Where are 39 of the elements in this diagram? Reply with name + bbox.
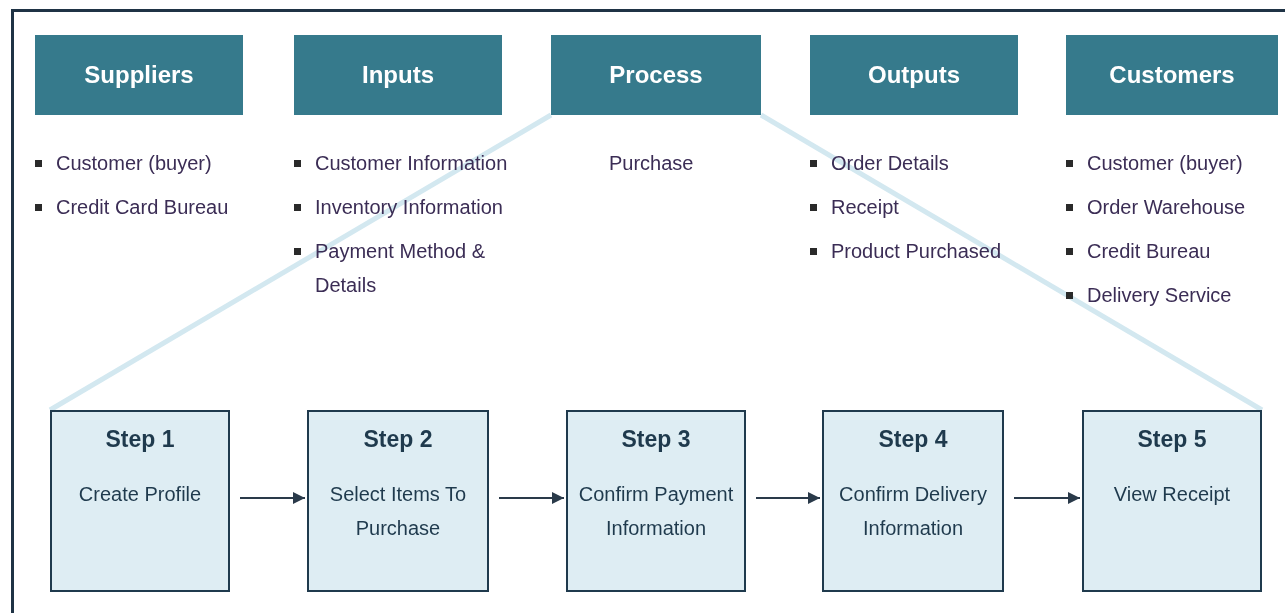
arrow (1013, 492, 1081, 504)
step-title: Step 2 (362, 426, 434, 453)
step-description: Select Items To Purchase (328, 482, 468, 541)
step-description: Confirm Delivery Information (838, 482, 988, 541)
step-box (1082, 410, 1262, 592)
arrow (755, 492, 821, 504)
arrow (239, 492, 306, 504)
column-header: Inputs (294, 35, 502, 115)
arrow (498, 492, 565, 504)
step-box (307, 410, 489, 592)
list-item-text: Receipt (831, 195, 899, 220)
step-description: View Receipt (1112, 482, 1232, 507)
column-header: Outputs (810, 35, 1018, 115)
list-item-text: Payment Method & Details (315, 239, 487, 298)
list-item-text: Customer Information (315, 151, 508, 176)
list-item-text: Product Purchased (831, 239, 1002, 264)
list-item-text: Credit Bureau (1087, 239, 1211, 264)
list-item-text: Customer (buyer) (56, 151, 212, 176)
connector-line (48, 112, 553, 413)
column-header: Suppliers (35, 35, 243, 115)
step-box (566, 410, 746, 592)
step-title: Step 3 (620, 426, 692, 453)
step-box (822, 410, 1004, 592)
step-description: Create Profile (77, 482, 203, 507)
list-item-text: Order Details (831, 151, 949, 176)
list-item-text: Purchase (609, 151, 694, 176)
step-description: Confirm Payment Information (577, 482, 735, 541)
step-box (50, 410, 230, 592)
step-title: Step 5 (1136, 426, 1208, 453)
step-title: Step 4 (877, 426, 949, 453)
list-item-text: Inventory Information (315, 195, 503, 220)
column-header: Process (551, 35, 761, 115)
connector-line (759, 112, 1264, 413)
list-item-text: Credit Card Bureau (56, 195, 229, 220)
column-header: Customers (1066, 35, 1278, 115)
list-item-text: Order Warehouse (1087, 195, 1246, 220)
list-item-text: Customer (buyer) (1087, 151, 1243, 176)
step-title: Step 1 (104, 426, 176, 453)
list-item-text: Delivery Service (1087, 283, 1232, 308)
